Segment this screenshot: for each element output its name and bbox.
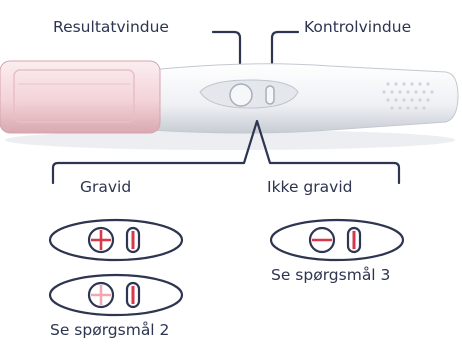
result-pregnant-faint-plus <box>50 275 182 315</box>
result-window-label: Resultatvindue <box>53 20 169 36</box>
result-not-pregnant-minus <box>271 220 403 260</box>
stick-body <box>150 64 458 133</box>
control-window <box>266 86 274 104</box>
result-pregnant-plus <box>50 220 182 260</box>
control-window-label: Kontrolvindue <box>304 20 411 36</box>
test-stick <box>0 61 458 150</box>
see-question-2-note: Se spørgsmål 2 <box>50 323 169 339</box>
see-question-3-note: Se spørgsmål 3 <box>271 268 390 284</box>
pregnant-heading: Gravid <box>80 180 131 196</box>
result-window <box>230 84 252 106</box>
not-pregnant-heading: Ikke gravid <box>267 180 352 196</box>
